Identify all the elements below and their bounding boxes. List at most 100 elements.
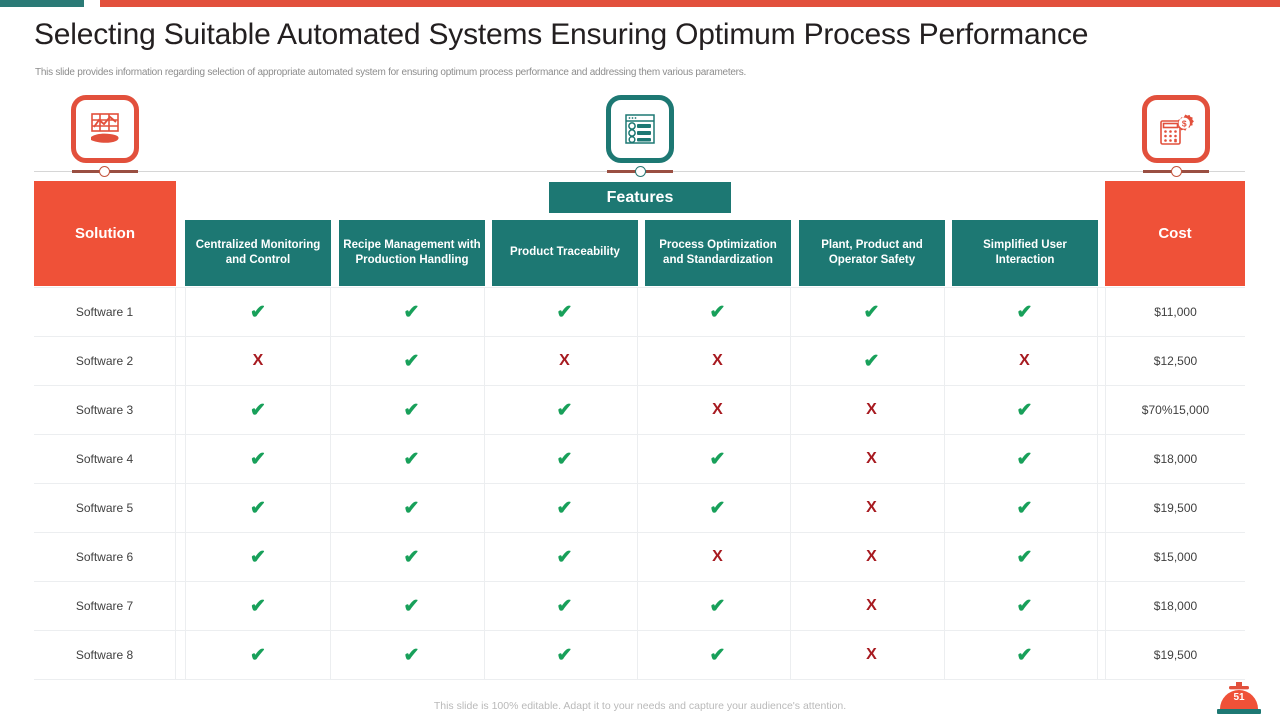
features-banner: Features (549, 182, 731, 213)
svg-text:$: $ (1182, 118, 1187, 128)
calculator-gear-cost-icon: $ (1142, 95, 1210, 163)
cross-icon: X (866, 646, 877, 663)
settings-list-icon (606, 95, 674, 163)
feature-cell-1: ✔ (185, 435, 331, 483)
feature-cell-2: ✔ (339, 435, 485, 483)
feature-cell-1: ✔ (185, 288, 331, 336)
check-icon: ✔ (403, 399, 420, 421)
top-accent-teal-segment (0, 0, 84, 7)
feature-cell-4: ✔ (645, 288, 791, 336)
feature-cell-6: ✔ (952, 533, 1098, 581)
check-icon: ✔ (556, 399, 573, 421)
cost-cell: $15,000 (1105, 533, 1245, 581)
check-icon: ✔ (403, 497, 420, 519)
feature-cell-5: X (799, 484, 945, 532)
feature-column-header-3: Product Traceability (492, 217, 638, 286)
connector-dot-2 (635, 166, 646, 177)
feature-cell-3: ✔ (492, 386, 638, 434)
icon-row: $ (0, 95, 1280, 175)
feature-column-header-1: Centralized Monitoring and Control (185, 217, 331, 286)
check-icon: ✔ (403, 448, 420, 470)
cost-cell: $19,500 (1105, 484, 1245, 532)
cross-icon: X (559, 352, 570, 369)
top-accent-bar (0, 0, 1280, 7)
feature-cell-6: ✔ (952, 631, 1098, 679)
table-row: Software 8✔✔✔✔X✔$19,500 (34, 631, 1245, 680)
check-icon: ✔ (1016, 301, 1033, 323)
cross-icon: X (866, 450, 877, 467)
check-icon: ✔ (709, 644, 726, 666)
check-icon: ✔ (556, 497, 573, 519)
check-icon: ✔ (709, 448, 726, 470)
feature-cell-6: ✔ (952, 435, 1098, 483)
feature-cell-2: ✔ (339, 386, 485, 434)
feature-cell-3: ✔ (492, 533, 638, 581)
feature-cell-3: ✔ (492, 288, 638, 336)
check-icon: ✔ (709, 497, 726, 519)
feature-cell-4: ✔ (645, 484, 791, 532)
cross-icon: X (866, 401, 877, 418)
check-icon: ✔ (403, 350, 420, 372)
check-icon: ✔ (1016, 399, 1033, 421)
cross-icon: X (712, 352, 723, 369)
solution-name-cell: Software 1 (34, 288, 176, 336)
check-icon: ✔ (1016, 497, 1033, 519)
page-number-badge: 51 (1211, 682, 1267, 716)
feature-cell-5: X (799, 582, 945, 630)
top-accent-red-segment (100, 0, 1280, 7)
cross-icon: X (866, 597, 877, 614)
feature-cell-1: ✔ (185, 582, 331, 630)
solution-name-cell: Software 6 (34, 533, 176, 581)
cross-icon: X (866, 499, 877, 516)
solution-name-cell: Software 7 (34, 582, 176, 630)
cost-cell: $18,000 (1105, 582, 1245, 630)
feature-cell-5: X (799, 435, 945, 483)
table-row: Software 7✔✔✔✔X✔$18,000 (34, 582, 1245, 631)
feature-cell-1: ✔ (185, 533, 331, 581)
feature-cell-3: ✔ (492, 435, 638, 483)
feature-cell-1: X (185, 337, 331, 385)
check-icon: ✔ (709, 595, 726, 617)
feature-cell-2: ✔ (339, 337, 485, 385)
solution-name-cell: Software 3 (34, 386, 176, 434)
connector-dot-1 (99, 166, 110, 177)
feature-cell-1: ✔ (185, 484, 331, 532)
feature-cell-6: X (952, 337, 1098, 385)
check-icon: ✔ (556, 595, 573, 617)
cost-cell: $19,500 (1105, 631, 1245, 679)
page-subtitle: This slide provides information regardin… (35, 67, 747, 78)
check-icon: ✔ (250, 546, 266, 568)
check-icon: ✔ (556, 546, 573, 568)
cross-icon: X (712, 548, 723, 565)
check-icon: ✔ (1016, 546, 1033, 568)
feature-cell-5: X (799, 631, 945, 679)
feature-cell-3: X (492, 337, 638, 385)
feature-column-header-5: Plant, Product and Operator Safety (799, 217, 945, 286)
check-icon: ✔ (403, 644, 420, 666)
check-icon: ✔ (250, 595, 266, 617)
footer-note: This slide is 100% editable. Adapt it to… (433, 700, 847, 712)
feature-cell-4: X (645, 386, 791, 434)
feature-cell-6: ✔ (952, 386, 1098, 434)
table-row: Software 6 ✔ ✔ ✔ X X ✔ $15,000 (34, 533, 1245, 582)
check-icon: ✔ (1016, 448, 1033, 470)
solution-name-cell: Software 4 (34, 435, 176, 483)
feature-cell-4: ✔ (645, 582, 791, 630)
cost-cell: $11,000 (1105, 288, 1245, 336)
feature-cell-3: ✔ (492, 582, 638, 630)
feature-cell-4: X (645, 337, 791, 385)
chart-hand-icon (71, 95, 139, 163)
solution-name-cell: Software 2 (34, 337, 176, 385)
check-icon: ✔ (403, 595, 420, 617)
cross-icon: X (252, 352, 264, 369)
feature-cell-2: ✔ (339, 631, 485, 679)
cross-icon: X (866, 548, 877, 565)
page-number: 51 (1233, 692, 1245, 703)
check-icon: ✔ (556, 448, 573, 470)
feature-cell-4: ✔ (645, 435, 791, 483)
feature-cell-2: ✔ (339, 533, 485, 581)
page-title: Selecting Suitable Automated Systems Ens… (34, 18, 1089, 51)
